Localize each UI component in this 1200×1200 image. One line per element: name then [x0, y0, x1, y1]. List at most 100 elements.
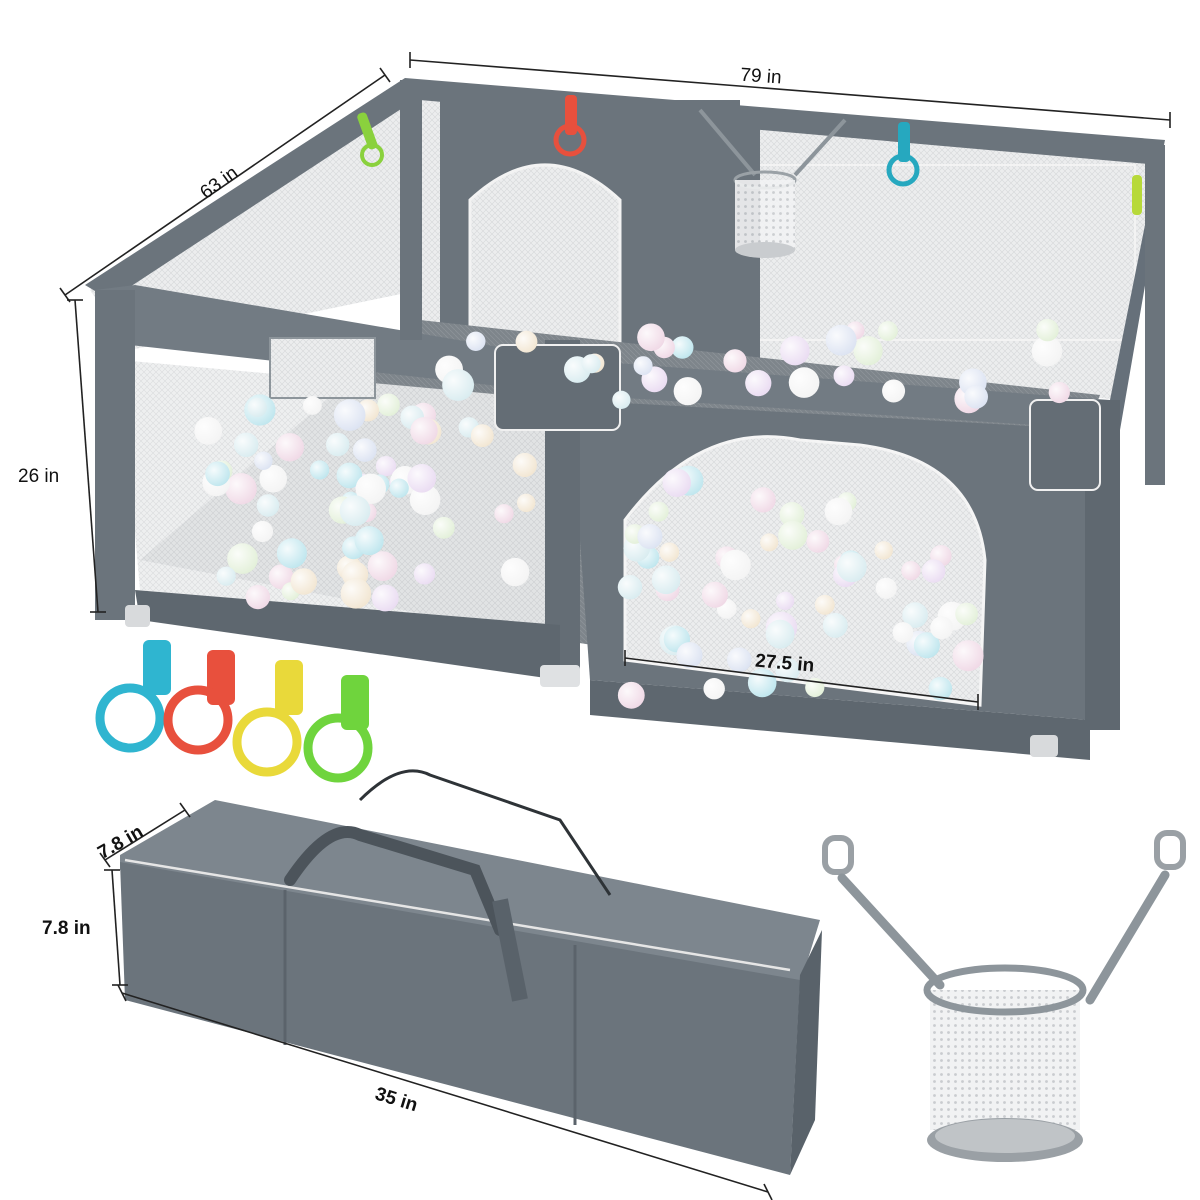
play-ball-highlight — [928, 676, 953, 701]
blue-ring-icon — [95, 640, 171, 753]
play-ball-highlight — [410, 417, 438, 445]
play-ball-highlight — [276, 538, 307, 569]
play-ball-highlight — [741, 609, 761, 629]
dimension-lines — [59, 52, 1171, 1200]
play-ball-highlight — [902, 602, 928, 628]
play-ball-highlight — [778, 520, 808, 550]
play-ball-highlight — [333, 399, 366, 431]
play-ball-highlight — [245, 585, 270, 610]
play-ball-highlight — [227, 543, 258, 574]
play-ball-highlight — [494, 504, 514, 524]
play-ball-highlight — [275, 433, 304, 462]
play-ball-highlight — [470, 424, 494, 448]
play-ball-highlight — [673, 377, 702, 406]
play-ball-highlight — [432, 516, 455, 539]
play-ball-highlight — [512, 452, 537, 478]
bag-length-label: 35 in — [373, 1084, 421, 1117]
play-ball-highlight — [515, 330, 538, 353]
play-ball-highlight — [651, 565, 681, 595]
play-ball-highlight — [354, 526, 384, 556]
play-ball-highlight — [377, 393, 400, 417]
play-ball-highlight — [723, 349, 747, 373]
play-ball-highlight — [353, 438, 377, 462]
back-arch-door — [468, 163, 622, 347]
play-ball-highlight — [659, 542, 680, 562]
play-ball-highlight — [788, 367, 820, 398]
play-ball-highlight — [617, 681, 645, 709]
play-ball-highlight — [1031, 336, 1063, 367]
play-ball-highlight — [745, 370, 772, 397]
play-ball-highlight — [409, 484, 441, 516]
play-ball-highlight — [205, 461, 230, 487]
play-ball-highlight — [703, 678, 725, 700]
door-width-label: 27.5 in — [754, 651, 815, 677]
play-ball-highlight — [853, 336, 883, 366]
play-ball-highlight — [637, 323, 665, 352]
play-ball-highlight — [775, 658, 800, 683]
play-ball-highlight — [964, 385, 988, 409]
play-ball-highlight — [892, 622, 914, 643]
play-ball-highlight — [921, 559, 946, 583]
play-ball-highlight — [466, 331, 486, 351]
play-ball-highlight — [720, 549, 751, 581]
play-ball-highlight — [824, 497, 853, 526]
hanging-basket — [822, 830, 1186, 1162]
play-ball-highlight — [836, 552, 867, 583]
playpen-rings — [357, 95, 1142, 215]
playpen — [85, 78, 1165, 760]
green-ring-icon — [303, 675, 373, 783]
play-ball-highlight — [676, 642, 703, 669]
play-ball-highlight — [633, 356, 653, 376]
play-ball-highlight — [952, 640, 984, 672]
play-ball-highlight — [413, 563, 436, 585]
play-ball-highlight — [955, 602, 978, 626]
play-ball-highlight — [760, 533, 779, 552]
play-ball-highlight — [671, 336, 694, 359]
play-ball-highlight — [290, 568, 317, 595]
play-ball-highlight — [251, 520, 274, 543]
carry-bag — [120, 769, 822, 1175]
play-ball-highlight — [779, 502, 805, 527]
play-ball-highlight — [765, 619, 795, 649]
play-ball-highlight — [833, 365, 855, 387]
bag-height-label: 7.8 in — [42, 918, 91, 939]
play-ball-highlight — [254, 451, 273, 470]
play-balls — [194, 318, 1070, 709]
play-ball-highlight — [662, 468, 691, 497]
yellow-ring-icon — [232, 660, 303, 777]
play-ball-highlight — [234, 432, 259, 457]
play-ball-highlight — [913, 632, 940, 659]
play-ball-highlight — [874, 541, 893, 560]
play-ball-highlight — [247, 397, 267, 418]
width-label: 79 in — [740, 65, 783, 89]
play-ball-highlight — [371, 584, 399, 612]
play-ball-highlight — [259, 464, 288, 493]
play-ball-highlight — [500, 557, 530, 587]
play-ball-highlight — [648, 501, 669, 522]
play-ball-highlight — [407, 464, 437, 493]
play-ball-highlight — [268, 564, 294, 590]
play-ball-highlight — [612, 390, 631, 409]
play-ball-highlight — [1036, 318, 1059, 342]
play-ball-highlight — [216, 566, 236, 586]
play-ball-highlight — [878, 321, 898, 341]
play-ball-highlight — [875, 577, 897, 599]
play-ball-highlight — [806, 530, 830, 553]
play-ball-highlight — [617, 575, 643, 600]
play-ball-highlight — [194, 417, 223, 445]
play-ball-highlight — [442, 369, 474, 401]
playpen-basket — [698, 108, 847, 258]
red-ring-icon — [163, 650, 235, 755]
back-left-wall — [90, 85, 420, 350]
play-ball-highlight — [339, 495, 371, 526]
play-ball-highlight — [375, 456, 397, 477]
play-ball-highlight — [256, 494, 280, 517]
play-ball-highlight — [225, 473, 257, 505]
play-ball-highlight — [776, 591, 795, 611]
play-ball-highlight — [303, 396, 322, 415]
play-ball-highlight — [340, 578, 372, 609]
play-ball-highlight — [882, 379, 906, 403]
height-label: 26 in — [18, 466, 59, 487]
play-ball-highlight — [336, 462, 363, 489]
